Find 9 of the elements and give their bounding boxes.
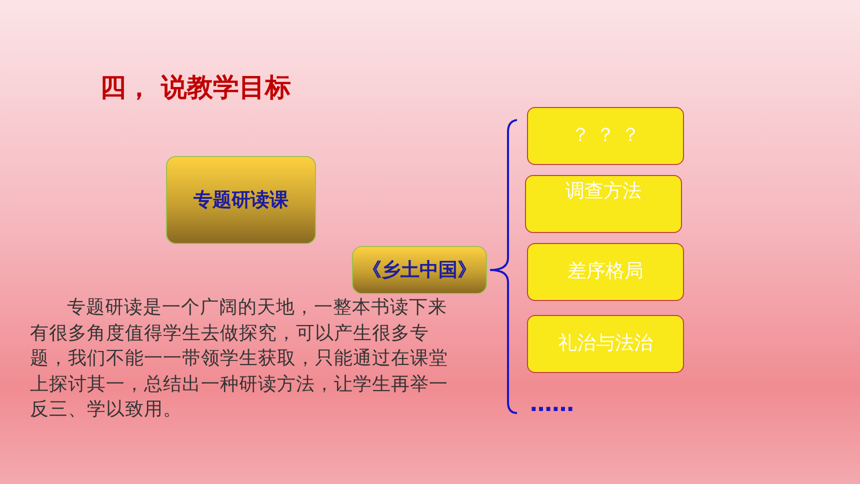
topic-box: ？ ？ ？ [527,107,684,165]
slide-title: 四， 说教学目标 [100,72,292,105]
topic-box: 差序格局 [527,243,684,301]
body-paragraph: 专题研读是一个广阔的天地，一整本书读下来有很多角度值得学生去做探究，可以产生很多专题，我们不能一一带领学生获取，只能通过在课堂上探讨其一，总结出一种研读方法，让学生再举一反三、学以致用。 [30,296,448,422]
book-title-box: 《乡土中国》 [352,246,487,294]
topic-button: 专题研读课 [166,156,316,244]
ellipsis-text: …… [530,392,574,417]
topic-box: 礼治与法治 [527,315,684,373]
topic-box: 调查方法 [525,175,682,233]
